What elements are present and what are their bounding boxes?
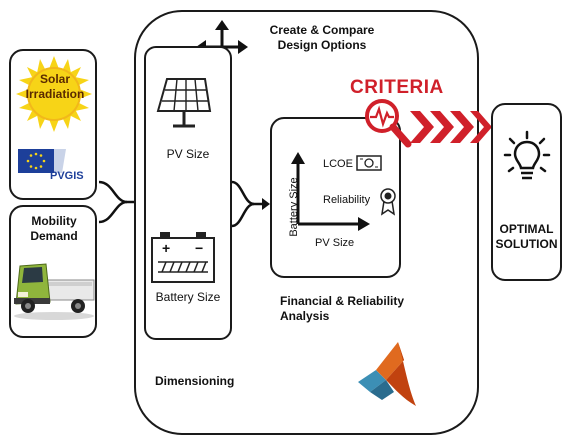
matlab-logo-icon <box>358 342 416 406</box>
battery-minus-sign: − <box>195 240 204 256</box>
solar-irradiation-label: Solar Irradiation <box>25 72 85 101</box>
options-merge-arrow <box>231 180 270 228</box>
electric-truck-icon <box>14 263 95 320</box>
battery-icon <box>151 232 215 283</box>
mobility-demand-label: Mobility Demand <box>30 214 78 243</box>
x-axis-label: PV Size <box>315 237 355 249</box>
eu-flag-icon <box>18 149 66 173</box>
lightbulb-icon <box>503 130 551 180</box>
criteria-magnifier-icon <box>365 99 412 148</box>
reliability-label: Reliability <box>323 194 371 206</box>
design-options-box <box>144 46 232 340</box>
analysis-box <box>270 117 401 278</box>
solar-panel-icon <box>156 78 212 128</box>
criteria-label: CRITERIA <box>350 77 444 98</box>
pvgis-label: PVGIS <box>50 170 84 182</box>
lcoe-label: LCOE <box>323 158 353 170</box>
create-compare-title: Create & Compare Design Options <box>269 23 375 52</box>
dimensioning-label: Dimensioning <box>155 374 235 388</box>
battery-plus-sign: + <box>162 240 171 256</box>
pv-size-label: PV Size <box>166 147 210 161</box>
analysis-axes <box>291 152 370 231</box>
money-icon <box>356 155 382 171</box>
battery-size-label: Battery Size <box>155 290 221 304</box>
sun-icon <box>16 56 92 132</box>
award-ribbon-icon <box>380 188 396 216</box>
criteria-chevron-arrows <box>410 111 492 143</box>
y-axis-label: Battery Size <box>288 177 300 237</box>
optimal-solution-label: OPTIMAL SOLUTION <box>495 222 558 251</box>
financial-reliability-caption: Financial & Reliability Analysis <box>280 294 405 323</box>
